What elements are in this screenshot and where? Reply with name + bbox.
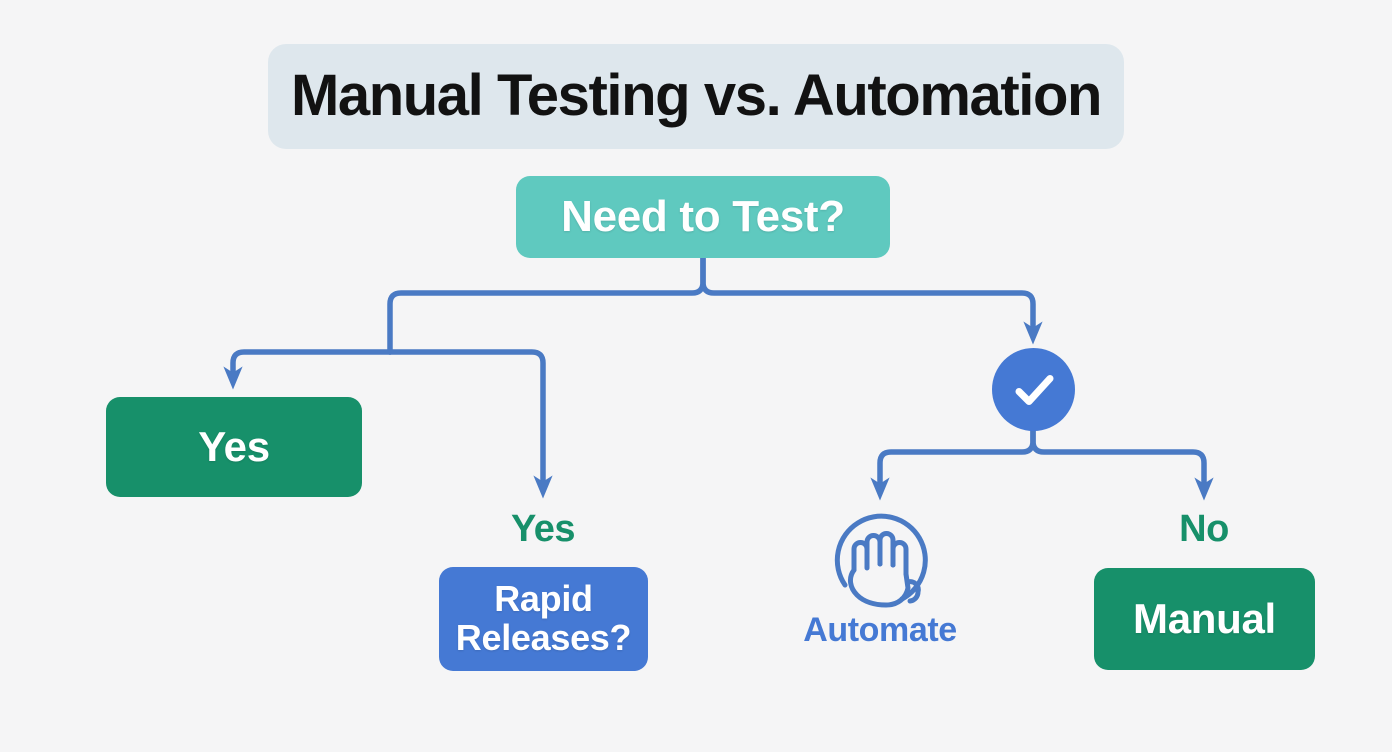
node-rapid-releases-line1: Rapid (494, 578, 593, 620)
node-need-to-test[interactable]: Need to Test? (516, 176, 890, 258)
edge-label-yes: Yes (510, 508, 576, 550)
node-automate-label: Automate (803, 611, 957, 649)
node-automate[interactable] (820, 508, 942, 613)
check-icon (1015, 374, 1053, 405)
node-manual[interactable]: Manual (1094, 568, 1315, 670)
node-rapid-releases[interactable]: Rapid Releases? (439, 567, 648, 671)
hand-in-circle-icon (834, 513, 928, 608)
node-rapid-releases-line2: Releases? (455, 617, 632, 658)
node-check-circle[interactable] (992, 348, 1075, 431)
edge-label-no: No (1179, 508, 1229, 550)
page-title: Manual Testing vs. Automation (268, 44, 1124, 149)
node-yes-result[interactable]: Yes (106, 397, 362, 497)
